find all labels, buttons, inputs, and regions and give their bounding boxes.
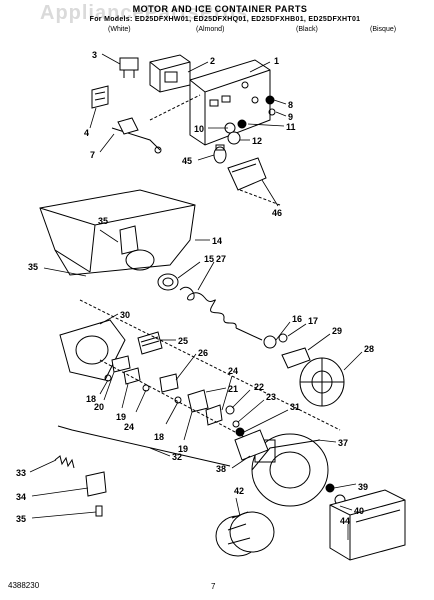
label-part-20: 20 bbox=[94, 402, 104, 412]
bracket-screw bbox=[95, 505, 103, 517]
small-switch bbox=[119, 57, 139, 78]
color-almond: (Almond) bbox=[196, 26, 225, 33]
drive-motor bbox=[251, 433, 329, 507]
diagram-header: AppliancePartsPros MOTOR AND ICE CONTAIN… bbox=[0, 0, 434, 56]
drive-wheel bbox=[299, 357, 345, 407]
label-part-23: 23 bbox=[266, 392, 276, 402]
label-part-11: 11 bbox=[286, 122, 296, 132]
auger-spiral bbox=[179, 286, 263, 341]
label-part-22: 22 bbox=[254, 382, 264, 392]
label-part-35b: 35 bbox=[28, 262, 38, 272]
label-part-25: 25 bbox=[178, 336, 188, 346]
color-white: (White) bbox=[108, 26, 131, 33]
label-part-35a: 35 bbox=[98, 216, 108, 226]
model-list: For Models: ED25DFXHW01, ED25DFXHQ01, ED… bbox=[89, 16, 361, 23]
mounting-bracket bbox=[91, 85, 109, 109]
label-part-45: 45 bbox=[182, 156, 192, 166]
rod-bracket bbox=[85, 471, 107, 497]
watermark: AppliancePartsPros bbox=[40, 2, 249, 24]
label-part-8: 8 bbox=[288, 100, 293, 110]
actuator-rod bbox=[57, 425, 231, 467]
document-code: 4388230 bbox=[8, 581, 40, 590]
crusher-blade bbox=[137, 331, 163, 355]
label-part-30: 30 bbox=[120, 310, 130, 320]
motor-shroud bbox=[329, 489, 406, 561]
actuator-lever bbox=[111, 117, 162, 154]
label-part-26: 26 bbox=[198, 348, 208, 358]
color-bisque: (Bisque) bbox=[370, 26, 397, 33]
label-part-3: 3 bbox=[92, 50, 97, 60]
page-number: 7 bbox=[211, 582, 216, 591]
color-black: (Black) bbox=[296, 26, 318, 33]
rod-spring bbox=[54, 455, 75, 469]
label-part-10: 10 bbox=[194, 124, 204, 134]
label-part-35c: 35 bbox=[16, 514, 26, 524]
label-part-9: 9 bbox=[288, 112, 293, 122]
label-part-24b: 24 bbox=[228, 366, 238, 376]
label-part-29: 29 bbox=[332, 326, 342, 336]
ice-container bbox=[39, 189, 196, 276]
label-part-33: 33 bbox=[16, 468, 26, 478]
label-part-44: 44 bbox=[340, 516, 350, 526]
label-part-42: 42 bbox=[234, 486, 244, 496]
hardware-cluster bbox=[224, 95, 276, 145]
label-part-27: 27 bbox=[216, 254, 226, 264]
label-part-19b: 19 bbox=[178, 444, 188, 454]
label-part-40: 40 bbox=[354, 506, 364, 516]
label-part-38: 38 bbox=[216, 464, 226, 474]
label-part-18b: 18 bbox=[154, 432, 164, 442]
motor-bracket bbox=[234, 429, 269, 461]
label-part-34: 34 bbox=[16, 492, 26, 502]
light-cover bbox=[227, 157, 267, 191]
label-part-2: 2 bbox=[210, 56, 215, 66]
label-part-39: 39 bbox=[358, 482, 368, 492]
label-part-21: 21 bbox=[228, 384, 238, 394]
color-variants: (White) (Almond) (Black) (Bisque) bbox=[0, 26, 434, 38]
label-part-4: 4 bbox=[84, 128, 89, 138]
label-part-16: 16 bbox=[292, 314, 302, 324]
label-part-17: 17 bbox=[308, 316, 318, 326]
label-part-1: 1 bbox=[274, 56, 279, 66]
diagram-title: MOTOR AND ICE CONTAINER PARTS bbox=[132, 4, 308, 14]
label-part-37: 37 bbox=[338, 438, 348, 448]
label-part-19a: 19 bbox=[116, 412, 126, 422]
label-part-14: 14 bbox=[212, 236, 222, 246]
label-part-7: 7 bbox=[90, 150, 95, 160]
auger-nut bbox=[263, 333, 288, 349]
label-part-12: 12 bbox=[252, 136, 262, 146]
crusher-parts bbox=[104, 355, 245, 437]
switch-block bbox=[149, 54, 191, 93]
label-part-18a: 18 bbox=[86, 394, 96, 404]
label-part-28: 28 bbox=[364, 344, 374, 354]
label-part-46: 46 bbox=[272, 208, 282, 218]
label-part-24a: 24 bbox=[124, 422, 134, 432]
light-bulb bbox=[213, 144, 227, 164]
label-part-15: 15 bbox=[204, 254, 214, 264]
label-part-32: 32 bbox=[172, 452, 182, 462]
label-part-31: 31 bbox=[290, 402, 300, 412]
crusher-plate bbox=[281, 347, 311, 369]
drive-coupling bbox=[215, 511, 275, 557]
auger-bearing bbox=[157, 273, 179, 291]
